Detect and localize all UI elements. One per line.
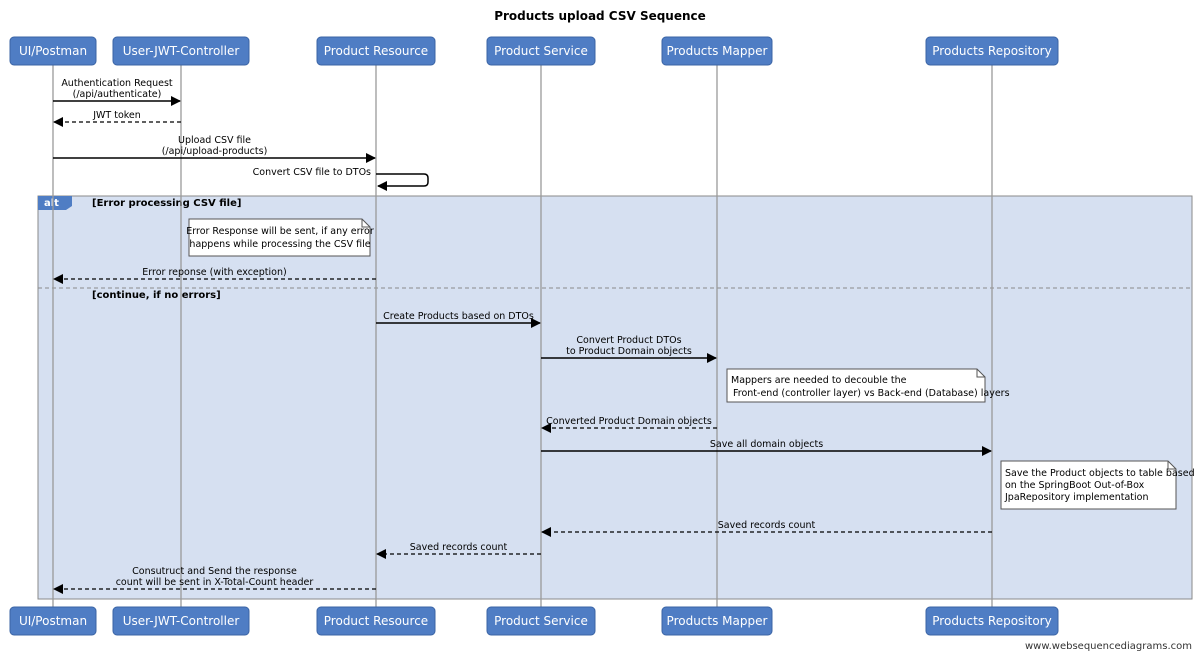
participant-map-bottom[interactable]: Products Mapper bbox=[661, 606, 773, 636]
participant-box bbox=[486, 606, 596, 636]
message-4: Convert CSV file to DTOs bbox=[253, 167, 429, 191]
participant-label: Product Resource bbox=[324, 614, 428, 628]
diagram-title: Products upload CSV Sequence bbox=[494, 9, 706, 23]
message-5: Error reponse (with exception) bbox=[53, 267, 376, 284]
note-mappers-line-2: Front-end (controller layer) vs Back-end… bbox=[733, 388, 1010, 399]
note-mappers-line-1: Mappers are needed to decouble the bbox=[731, 375, 907, 386]
note-repo-line-1: Save the Product objects to table based bbox=[1005, 468, 1195, 479]
message-label: Convert CSV file to DTOs bbox=[253, 167, 371, 178]
participant-box bbox=[112, 36, 250, 66]
alt-label: alt bbox=[44, 198, 59, 209]
participant-box bbox=[9, 606, 97, 636]
message-label: count will be sent in X-Total-Count head… bbox=[116, 577, 314, 588]
participant-label: Product Service bbox=[494, 614, 588, 628]
message-8: Converted Product Domain objects bbox=[541, 416, 717, 433]
note-error-line-1: Error Response will be sent, if any erro… bbox=[186, 226, 374, 237]
note-repo-line-2: on the SpringBoot Out-of-Box bbox=[1005, 480, 1145, 491]
message-label: Authentication Request bbox=[61, 78, 173, 89]
self-message-arrow bbox=[376, 173, 429, 191]
message-1: Authentication Request(/api/authenticate… bbox=[53, 78, 181, 106]
participant-label: Products Mapper bbox=[667, 44, 768, 58]
participant-map-top[interactable]: Products Mapper bbox=[661, 36, 773, 66]
participant-jwt-top[interactable]: User-JWT-Controller bbox=[112, 36, 250, 66]
participant-svc-bottom[interactable]: Product Service bbox=[486, 606, 596, 636]
note-repo-line-3: JpaRepository implementation bbox=[1004, 492, 1148, 503]
alt-tag bbox=[38, 196, 72, 210]
message-label: Save all domain objects bbox=[710, 439, 823, 450]
participant-res-bottom[interactable]: Product Resource bbox=[316, 606, 436, 636]
participant-box bbox=[316, 36, 436, 66]
participant-repo-top[interactable]: Products Repository bbox=[925, 36, 1059, 66]
message-label: Consutruct and Send the response bbox=[132, 566, 297, 577]
participant-label: Product Resource bbox=[324, 44, 428, 58]
participant-label: Products Mapper bbox=[667, 614, 768, 628]
message-label: Converted Product Domain objects bbox=[546, 416, 712, 427]
participant-box bbox=[112, 606, 250, 636]
participant-label: Products Repository bbox=[932, 44, 1051, 58]
participant-label: User-JWT-Controller bbox=[123, 614, 240, 628]
participant-res-top[interactable]: Product Resource bbox=[316, 36, 436, 66]
message-label: (/api/upload-products) bbox=[162, 146, 268, 157]
participant-label: User-JWT-Controller bbox=[123, 44, 240, 58]
message-6: Create Products based on DTOs bbox=[376, 311, 541, 328]
watermark: www.websequencediagrams.com bbox=[1025, 641, 1192, 652]
participant-label: UI/Postman bbox=[19, 614, 87, 628]
participant-box bbox=[316, 606, 436, 636]
message-9: Save all domain objects bbox=[541, 439, 992, 456]
actors: UI/PostmanUI/PostmanUser-JWT-ControllerU… bbox=[9, 36, 1059, 636]
participant-svc-top[interactable]: Product Service bbox=[486, 36, 596, 66]
message-label: to Product Domain objects bbox=[566, 346, 692, 357]
participant-box bbox=[9, 36, 97, 66]
alt-condition-error: [Error processing CSV file] bbox=[92, 198, 241, 209]
alt-condition-continue: [continue, if no errors] bbox=[92, 290, 221, 301]
participant-box bbox=[925, 36, 1059, 66]
participant-box bbox=[661, 36, 773, 66]
participant-ui-bottom[interactable]: UI/Postman bbox=[9, 606, 97, 636]
note-mappers: Mappers are needed to decouble the Front… bbox=[726, 368, 1010, 403]
participant-label: Product Service bbox=[494, 44, 588, 58]
messages: Authentication Request(/api/authenticate… bbox=[53, 78, 992, 594]
participant-box bbox=[661, 606, 773, 636]
participant-box bbox=[486, 36, 596, 66]
note-error-line-2: happens while processing the CSV file bbox=[189, 239, 370, 250]
message-label: Convert Product DTOs bbox=[576, 335, 681, 346]
message-10: Saved records count bbox=[541, 520, 992, 537]
note-error-response: Error Response will be sent, if any erro… bbox=[186, 218, 374, 257]
message-label: Upload CSV file bbox=[178, 135, 251, 146]
message-3: Upload CSV file(/api/upload-products) bbox=[53, 135, 376, 163]
message-11: Saved records count bbox=[376, 542, 541, 559]
message-label: Error reponse (with exception) bbox=[142, 267, 286, 278]
message-label: Saved records count bbox=[718, 520, 816, 531]
lifelines bbox=[52, 65, 993, 607]
message-label: Saved records count bbox=[410, 542, 508, 553]
message-label: Create Products based on DTOs bbox=[383, 311, 534, 322]
message-label: JWT token bbox=[92, 110, 141, 121]
participant-box bbox=[925, 606, 1059, 636]
participant-repo-bottom[interactable]: Products Repository bbox=[925, 606, 1059, 636]
participant-label: UI/Postman bbox=[19, 44, 87, 58]
message-label: (/api/authenticate) bbox=[73, 89, 162, 100]
note-repository: Save the Product objects to table based … bbox=[1000, 460, 1195, 510]
participant-jwt-bottom[interactable]: User-JWT-Controller bbox=[112, 606, 250, 636]
message-2: JWT token bbox=[53, 110, 181, 127]
participant-ui-top[interactable]: UI/Postman bbox=[9, 36, 97, 66]
alt-frame bbox=[37, 195, 1193, 600]
participant-label: Products Repository bbox=[932, 614, 1051, 628]
